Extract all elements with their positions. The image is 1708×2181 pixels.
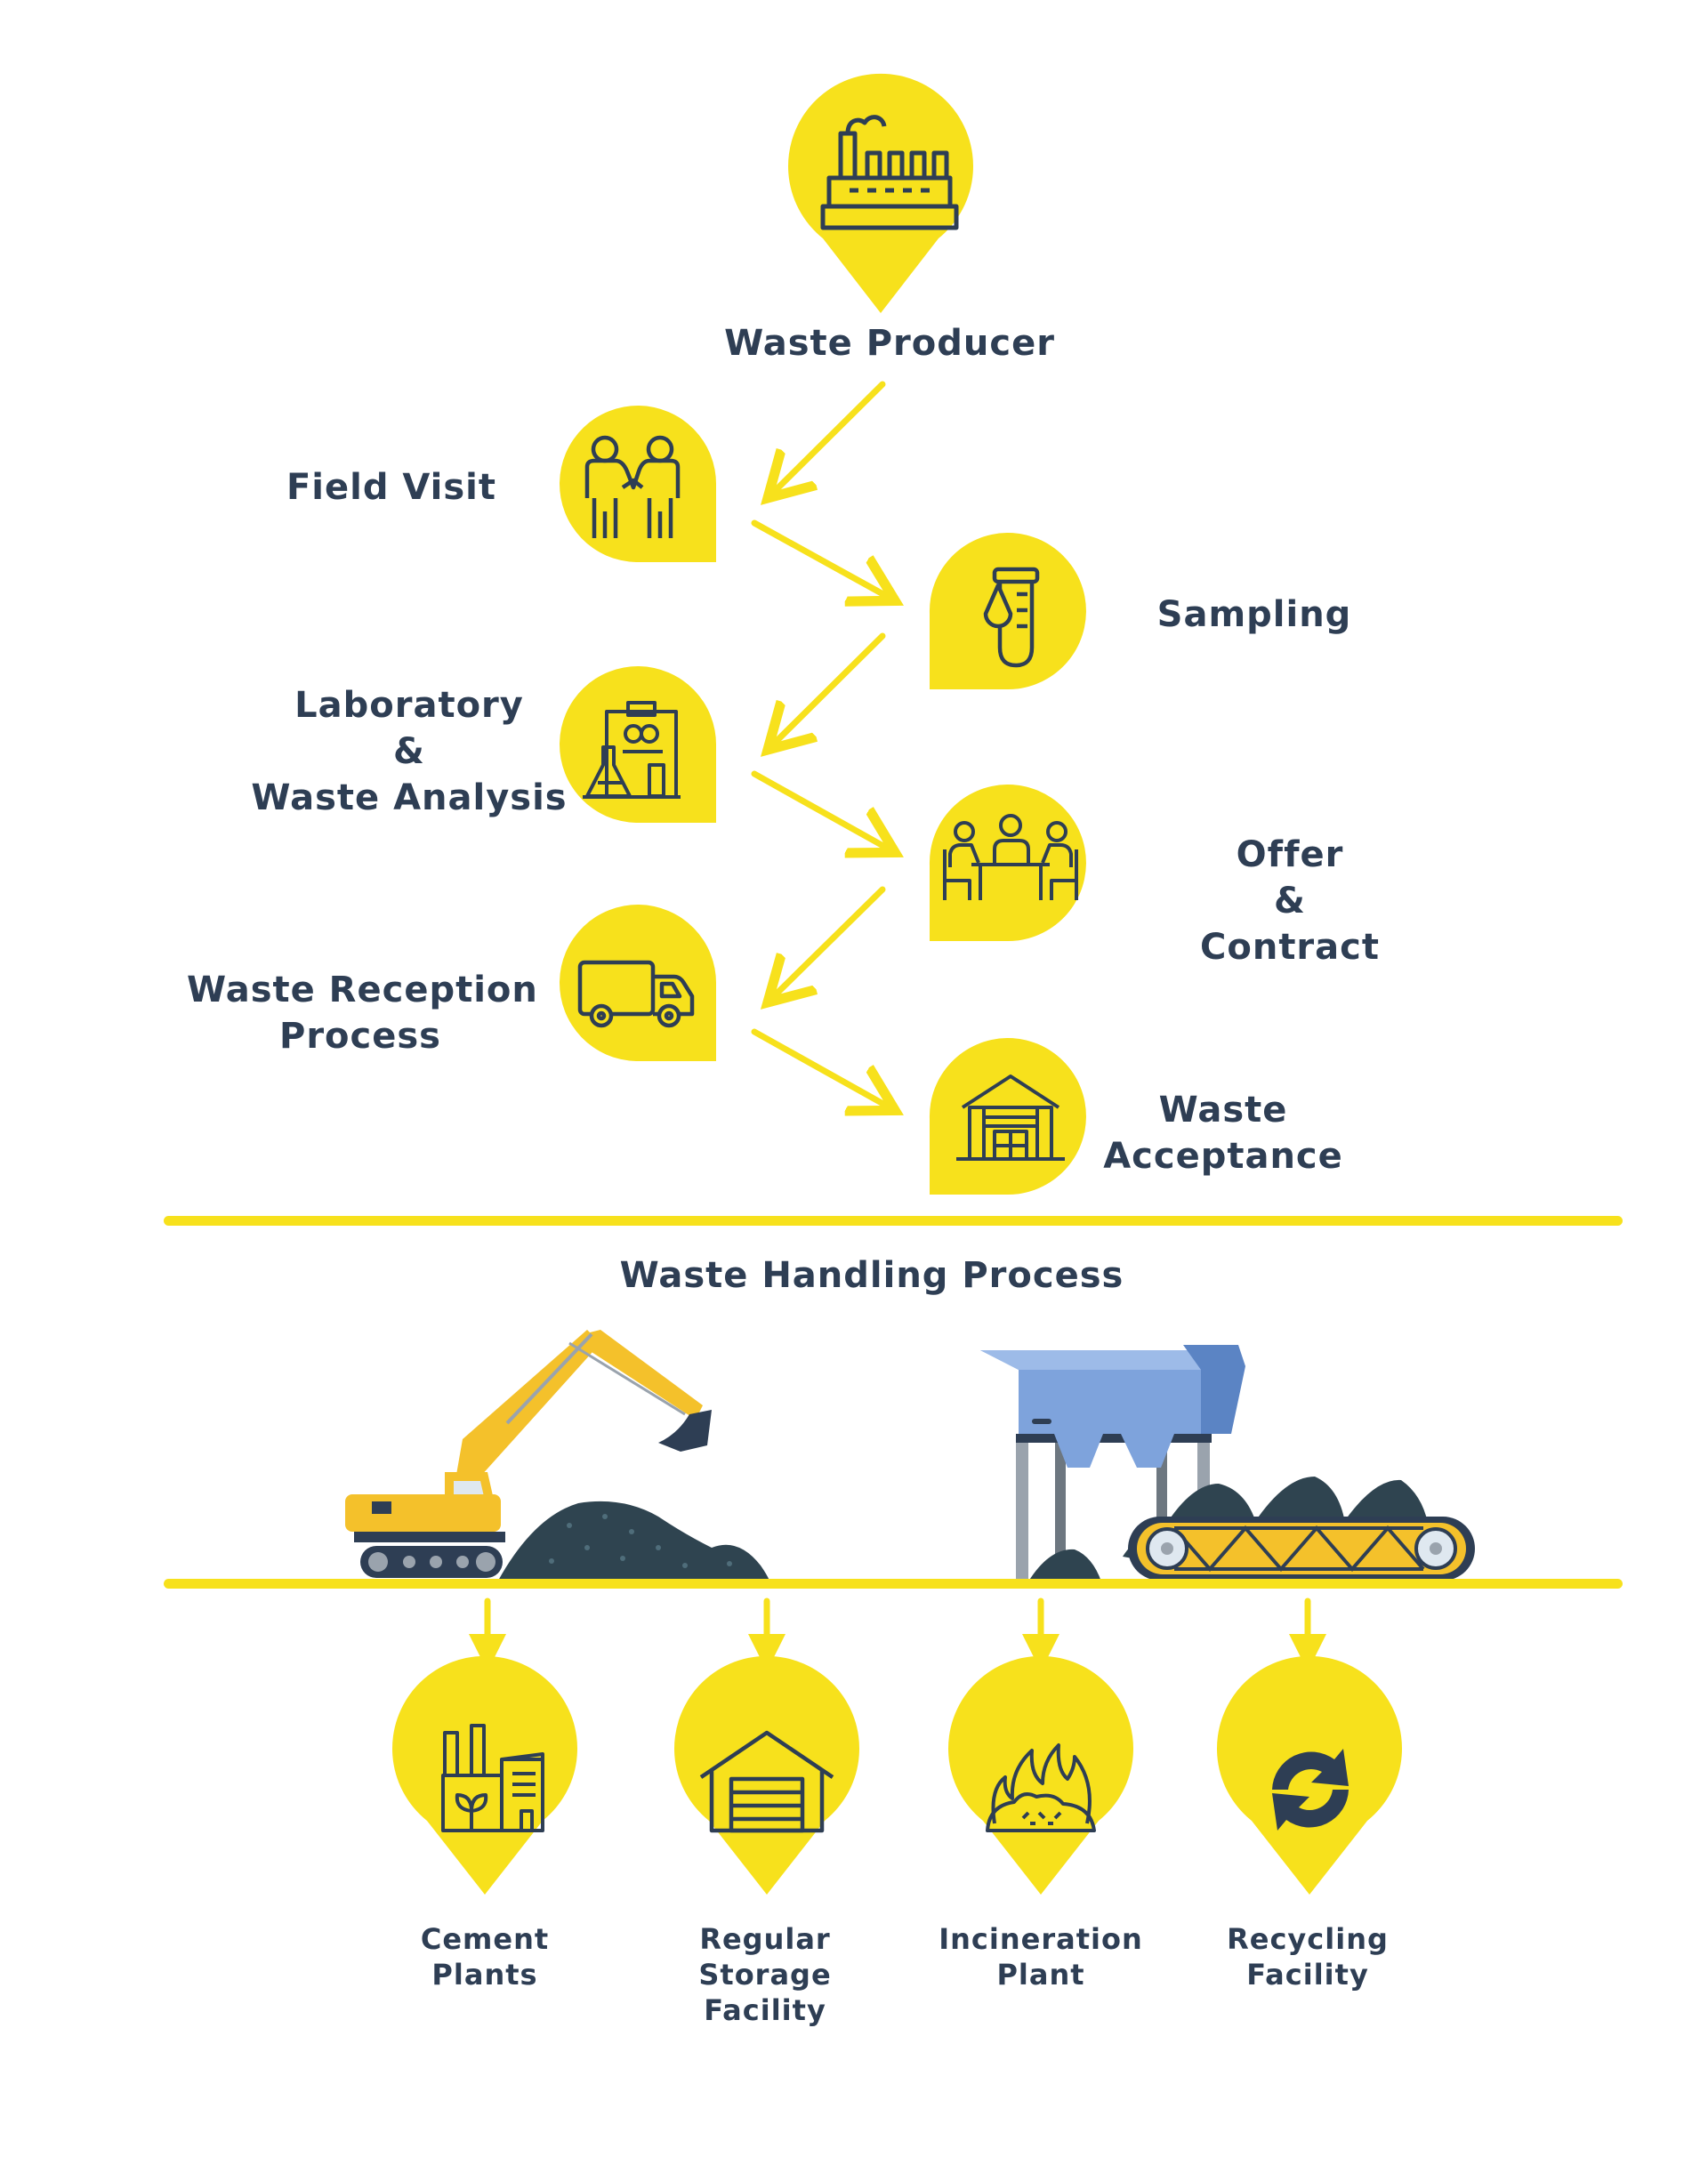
factory-icon <box>820 115 959 230</box>
section-title: Waste Handling Process <box>587 1252 1156 1299</box>
section-title-text: Waste Handling Process <box>619 1255 1124 1296</box>
cement-plant-icon <box>441 1724 544 1832</box>
step-label-line: Waste Producer <box>724 323 1055 364</box>
hopper-conveyor-illustration <box>980 1345 1475 1581</box>
waste-reception-marker <box>560 905 717 1061</box>
incineration-plant-marker <box>948 1655 1133 1895</box>
step-label-line: Waste Analysis <box>251 777 568 818</box>
excavator-body <box>345 1494 501 1532</box>
destination-label-line: Plants <box>431 1958 538 1992</box>
excavator-boom <box>454 1330 600 1490</box>
step-label-sampling: Sampling <box>1139 592 1370 638</box>
step-label-line: Contract <box>1200 927 1380 968</box>
excavator-bucket <box>658 1410 712 1452</box>
ground-line <box>164 1579 1623 1589</box>
step-label-line: Offer <box>1236 834 1344 875</box>
destination-label-cement-plants: Cement Plants <box>374 1921 596 1992</box>
recycling-facility-marker <box>1217 1655 1402 1895</box>
waste-producer-pin <box>787 73 973 314</box>
destination-label-regular-storage: Regular Storage Facility <box>654 1921 876 2028</box>
arrow-producer-to-field <box>772 381 886 494</box>
destination-label-line: Incineration <box>939 1922 1143 1956</box>
test-tube-icon <box>983 567 1040 668</box>
arrow-sampling-to-lab <box>772 632 886 745</box>
destination-label-line: Storage <box>698 1958 832 1992</box>
destination-label-line: Facility <box>704 1993 826 2027</box>
arrow-field-to-sampling <box>751 519 890 598</box>
step-label-line: Laboratory <box>294 685 524 726</box>
waste-acceptance-marker <box>929 1038 1086 1195</box>
waste-reception-drop <box>560 905 717 1061</box>
regular-storage-pin <box>674 1655 859 1895</box>
truck-icon <box>577 960 695 1028</box>
step-label-line: Waste Reception <box>187 970 538 1010</box>
excavator-illustration <box>345 1330 769 1581</box>
step-label-waste-reception: Waste Reception Process <box>187 967 538 1059</box>
section-divider <box>164 1216 1623 1226</box>
sampling-marker <box>929 533 1086 690</box>
step-label-waste-acceptance: Waste Acceptance <box>1090 1087 1357 1179</box>
flow-arrows <box>751 381 890 1107</box>
regular-storage-marker <box>674 1655 859 1895</box>
laboratory-drop <box>560 666 717 823</box>
step-label-laboratory: Laboratory & Waste Analysis <box>249 682 569 821</box>
meeting-table-icon <box>943 814 1078 900</box>
step-label-line: Acceptance <box>1103 1136 1343 1177</box>
destination-label-line: Plant <box>996 1958 1085 1992</box>
handshake-people-icon <box>584 435 681 538</box>
offer-contract-marker <box>929 785 1086 942</box>
destination-label-line: Regular <box>699 1922 831 1956</box>
step-label-line: Sampling <box>1156 594 1352 635</box>
laboratory-icon <box>583 701 681 799</box>
destination-label-line: Recycling <box>1227 1922 1389 1956</box>
fire-icon <box>986 1743 1096 1832</box>
destination-label-line: Cement <box>420 1922 550 1956</box>
step-label-line: Field Visit <box>286 467 497 508</box>
rubble-pile-left <box>498 1501 769 1581</box>
arrow-reception-to-acceptance <box>751 1028 890 1107</box>
waste-producer-marker <box>787 73 973 314</box>
arrow-lab-to-offer <box>751 770 890 849</box>
recycling-facility-pin <box>1217 1655 1402 1895</box>
destination-label-line: Facility <box>1246 1958 1369 1992</box>
field-visit-marker <box>560 406 717 562</box>
step-label-line: & <box>393 731 425 772</box>
destination-label-incineration-plant: Incineration Plant <box>916 1921 1165 1992</box>
hopper-bin <box>980 1350 1201 1434</box>
storage-garage-icon <box>699 1730 834 1833</box>
step-label-field-visit: Field Visit <box>249 464 534 511</box>
excavator-arm <box>583 1330 703 1420</box>
warehouse-icon <box>956 1074 1065 1161</box>
laboratory-marker <box>560 666 717 823</box>
cement-plants-marker <box>392 1655 577 1895</box>
step-label-line: Process <box>279 1016 441 1057</box>
step-label-offer-contract: Offer & Contract <box>1183 832 1397 970</box>
step-label-line: & <box>1274 881 1306 921</box>
recycle-icon <box>1272 1749 1349 1831</box>
destination-label-recycling-facility: Recycling Facility <box>1192 1921 1423 1992</box>
incineration-plant-pin <box>948 1655 1133 1895</box>
step-label-waste-producer: Waste Producer <box>703 320 1076 366</box>
destination-arrows <box>469 1598 1326 1671</box>
step-label-line: Waste <box>1158 1090 1288 1131</box>
arrow-offer-to-reception <box>772 886 886 998</box>
